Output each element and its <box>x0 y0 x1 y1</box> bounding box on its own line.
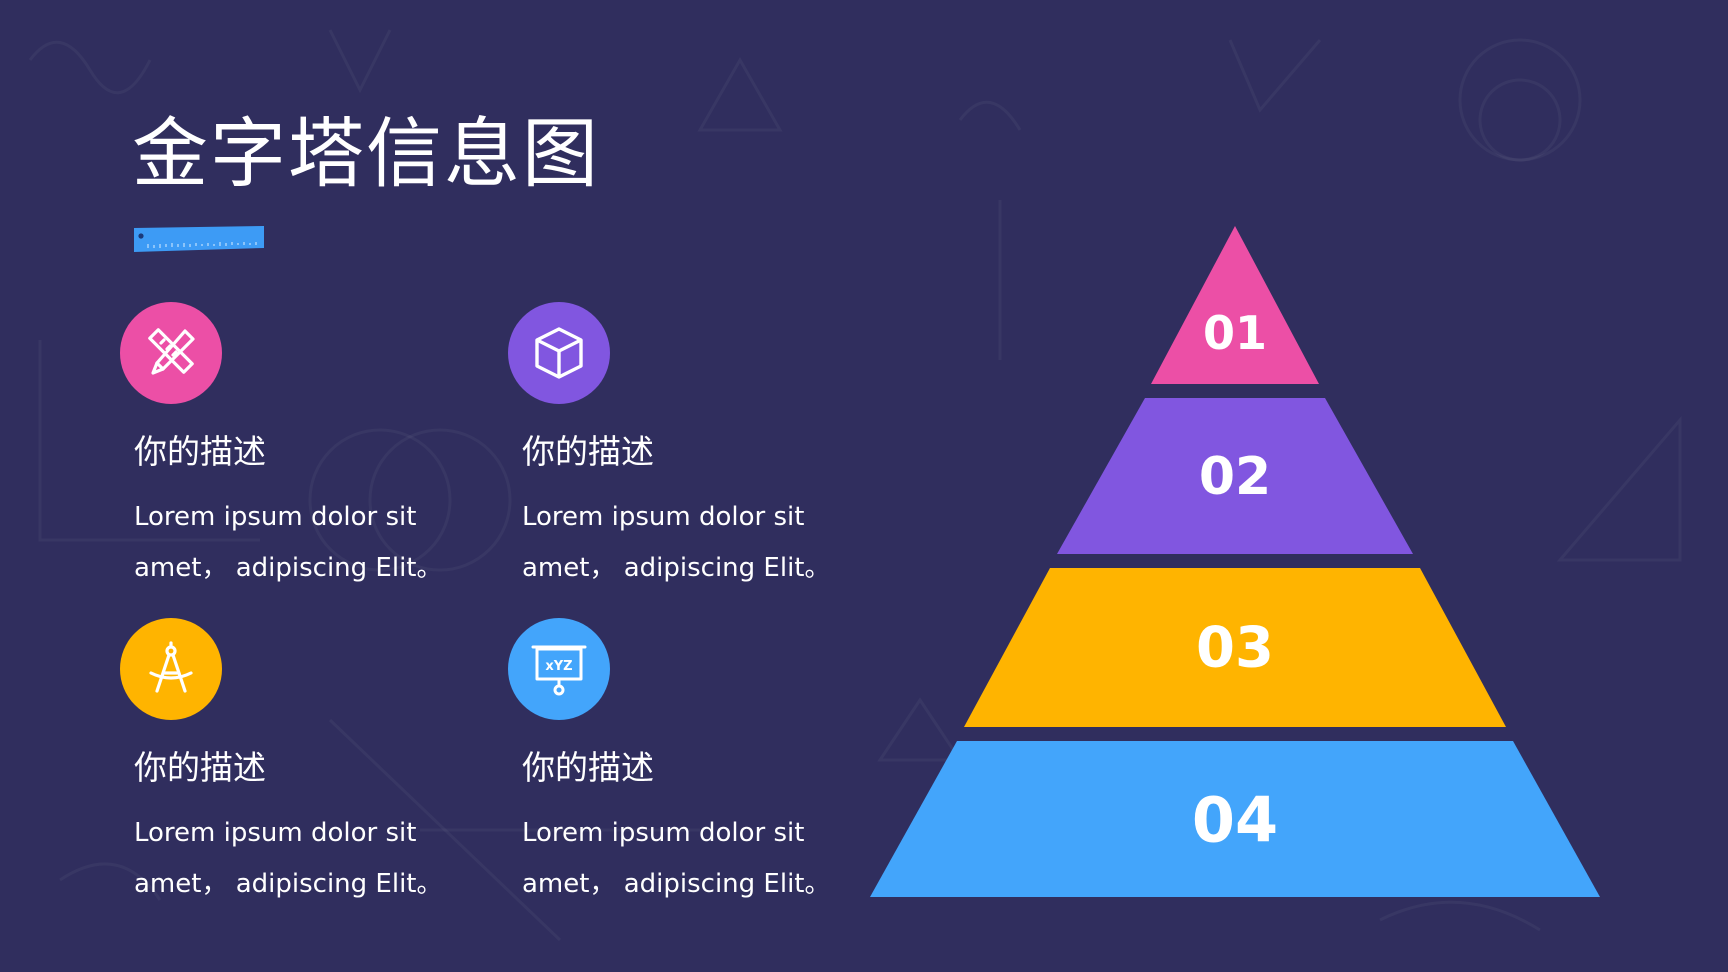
card-description: Lorem ipsum dolor sit amet， adipiscing E… <box>134 492 474 594</box>
card-description: Lorem ipsum dolor sit amet， adipiscing E… <box>522 808 862 910</box>
pyramid-label-1: 01 <box>1203 306 1267 360</box>
card-description-line-2: amet， adipiscing Elit。 <box>134 869 443 899</box>
ruler-decoration <box>134 226 264 252</box>
compass-icon <box>149 641 193 693</box>
card-description: Lorem ipsum dolor sit amet， adipiscing E… <box>522 492 862 594</box>
ruler-pencil-icon <box>148 328 195 375</box>
page-title: 金字塔信息图 <box>132 109 600 198</box>
description-card-4: xYZ 你的描述 Lorem ipsum dolor sit amet， adi… <box>508 618 868 908</box>
pyramid-diagram: 01 02 03 04 <box>870 226 1600 897</box>
pyramid-level-4 <box>870 741 1600 897</box>
card-description-line-1: Lorem ipsum dolor sit <box>134 502 417 532</box>
card-heading: 你的描述 <box>134 748 266 787</box>
pyramid-level-2 <box>1057 398 1413 554</box>
card-description-line-2: amet， adipiscing Elit。 <box>522 553 831 583</box>
cube-icon <box>535 327 583 379</box>
description-card-2: 你的描述 Lorem ipsum dolor sit amet， adipisc… <box>508 302 868 592</box>
card-description-line-2: amet， adipiscing Elit。 <box>134 553 443 583</box>
card-description-line-1: Lorem ipsum dolor sit <box>522 818 805 848</box>
description-card-3: 你的描述 Lorem ipsum dolor sit amet， adipisc… <box>120 618 480 908</box>
pyramid-level-3 <box>964 568 1506 727</box>
card-heading: 你的描述 <box>522 432 654 471</box>
pyramid-label-2: 02 <box>1199 447 1271 507</box>
card-description-line-1: Lorem ipsum dolor sit <box>522 502 805 532</box>
icon-circle-blue: xYZ <box>508 618 610 720</box>
card-description-line-2: amet， adipiscing Elit。 <box>522 869 831 899</box>
card-heading: 你的描述 <box>522 748 654 787</box>
pyramid-label-4: 04 <box>1192 784 1278 857</box>
icon-circle-pink <box>120 302 222 404</box>
card-heading: 你的描述 <box>134 432 266 471</box>
card-description: Lorem ipsum dolor sit amet， adipiscing E… <box>134 808 474 910</box>
description-card-1: 你的描述 Lorem ipsum dolor sit amet， adipisc… <box>120 302 480 592</box>
icon-circle-yellow <box>120 618 222 720</box>
xyz-board-icon: xYZ <box>531 645 587 696</box>
pyramid-level-1 <box>1151 226 1319 384</box>
pyramid-label-3: 03 <box>1196 616 1274 681</box>
card-description-line-1: Lorem ipsum dolor sit <box>134 818 417 848</box>
board-text: xYZ <box>545 659 572 674</box>
icon-circle-purple <box>508 302 610 404</box>
